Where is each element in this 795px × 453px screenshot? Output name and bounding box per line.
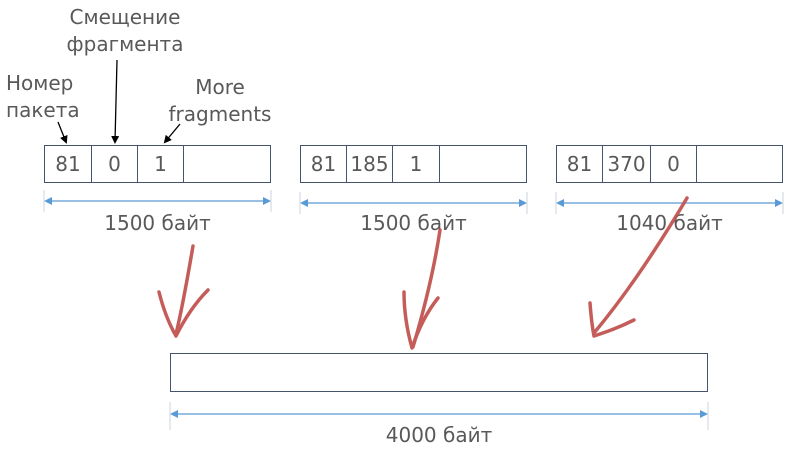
fragment-3-more-fragments: 0: [651, 146, 697, 182]
fragment-1-more-fragments: 1: [138, 146, 184, 182]
fragment-1-merge-arrow: [157, 244, 210, 338]
fragment-2-id: 81: [301, 146, 347, 182]
reassembled-packet-size: 4000 байт: [385, 423, 493, 447]
fragment-3-offset: 370: [603, 146, 651, 182]
fragment-1-offset: 0: [92, 146, 138, 182]
fragment-2-size: 1500 байт: [360, 211, 467, 235]
fragment-1: 81 0 1: [44, 145, 271, 183]
fragment-offset-label: Смещение фрагмента: [60, 4, 190, 58]
fragment-3: 81 370 0: [556, 145, 783, 183]
fragment-offset-pointer: [111, 59, 120, 144]
fragment-2: 81 185 1: [300, 145, 527, 183]
fragment-3-size: 1040 байт: [616, 211, 723, 235]
fragment-offset-label-line1: Смещение: [69, 5, 181, 29]
fragment-3-id: 81: [557, 146, 603, 182]
fragment-1-id: 81: [45, 146, 92, 182]
more-fragments-label-line1: More: [195, 75, 245, 99]
packet-number-label-line1: Номер: [6, 71, 74, 95]
fragment-offset-label-line2: фрагмента: [66, 32, 184, 56]
more-fragments-label: More fragments: [160, 74, 280, 128]
packet-number-pointer: [57, 121, 68, 144]
fragment-2-offset: 185: [347, 146, 393, 182]
fragment-1-size: 1500 байт: [104, 211, 211, 235]
reassembled-packet: [170, 353, 708, 392]
fragment-2-merge-arrow: [402, 228, 442, 350]
fragment-2-more-fragments: 1: [393, 146, 440, 182]
packet-number-label: Номер пакета: [6, 70, 80, 124]
packet-number-label-line2: пакета: [6, 98, 80, 122]
more-fragments-pointer: [163, 123, 181, 144]
fragment-3-merge-arrow: [588, 196, 689, 338]
more-fragments-label-line2: fragments: [168, 102, 272, 126]
